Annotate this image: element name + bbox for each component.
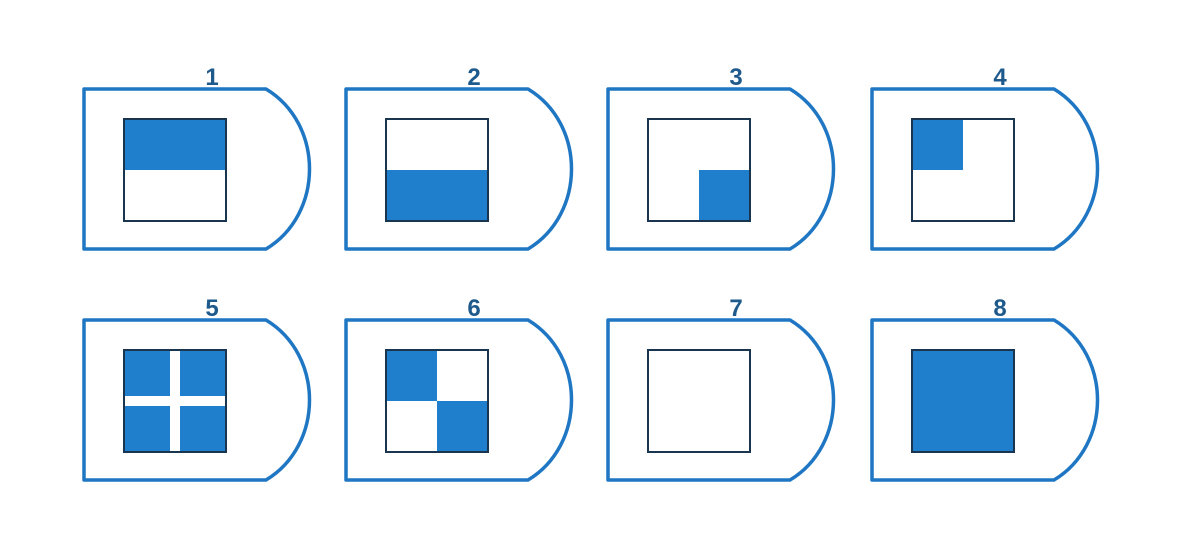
filled-region [699,170,750,221]
card-number: 8 [993,295,1006,322]
inner-square [385,349,489,453]
card-number: 3 [729,64,742,91]
card-number: 2 [467,64,480,91]
card-outline [82,318,312,482]
inner-square [647,118,751,222]
card-number: 1 [205,64,218,91]
card-number: 6 [467,295,480,322]
filled-region [124,119,226,170]
card-2: 2 [344,64,574,251]
card-7: 7 [606,295,836,482]
card-5: 5 [82,295,312,482]
filled-region [912,119,963,170]
card-pattern [385,349,489,453]
card-number: 5 [205,295,218,322]
card-1: 1 [82,64,312,251]
inner-square [647,349,751,453]
card-pattern [123,349,227,453]
card-pattern [647,118,751,222]
filled-region [912,350,1014,452]
card-6: 6 [344,295,574,482]
inner-square [385,118,489,222]
card-pattern [123,118,227,222]
card-pattern [911,349,1015,453]
card-outline [606,87,836,251]
inner-square [911,349,1015,453]
card-outline [870,87,1100,251]
card-outline [870,318,1100,482]
card-pattern [647,349,751,453]
card-pattern [911,118,1015,222]
card-3: 3 [606,64,836,251]
card-number: 4 [993,64,1007,91]
card-4: 4 [870,64,1100,251]
filled-region [386,170,488,221]
card-pattern [385,118,489,222]
filled-region [437,401,488,452]
inner-square [123,349,227,453]
card-8: 8 [870,295,1100,482]
inner-square [911,118,1015,222]
card-outline [344,318,574,482]
cross-horizontal-bar [124,396,226,406]
card-outline [344,87,574,251]
card-outline [606,318,836,482]
inner-square [123,118,227,222]
filled-region [386,350,437,401]
card-number: 7 [729,295,742,322]
card-outline [82,87,312,251]
